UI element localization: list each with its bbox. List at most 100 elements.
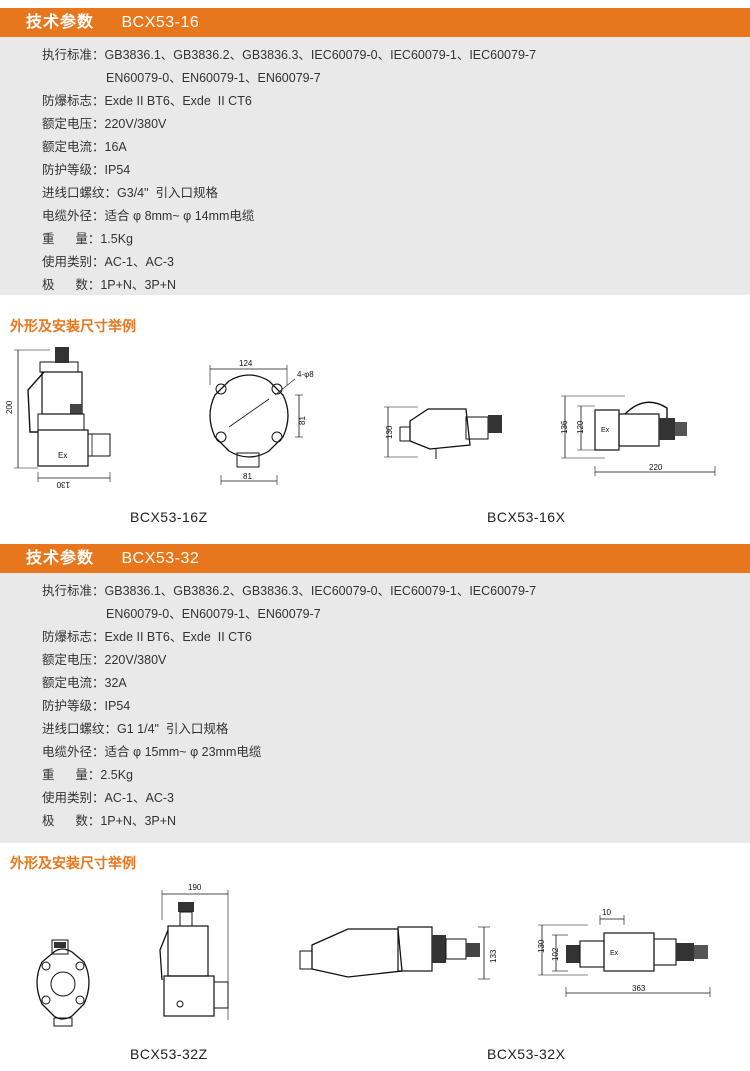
spec-row: 进线口螺纹： G3/4" 引入口规格 <box>42 185 750 208</box>
section1-header: 技术参数 BCX53-16 <box>0 8 750 37</box>
spec-value: GB3836.1、GB3836.2、GB3836.3、IEC60079-0、IE… <box>104 584 537 598</box>
spec-label: 电缆外径： <box>42 745 105 759</box>
bcx53-16z-side-drawing: 200 Ex 130 <box>0 342 130 494</box>
spec-value: 32A <box>104 676 127 690</box>
section2-header-title: 技术参数 <box>26 550 95 567</box>
spec-row: 额定电压： 220V/380V <box>42 116 750 139</box>
x2-ex-mark: Ex <box>601 427 610 434</box>
spec-label: 极 数： <box>42 814 101 828</box>
spec-label: 进线口螺纹： <box>42 186 118 200</box>
spec-label: 防爆标志： <box>42 94 105 108</box>
spec-value: Exde II BT6、Exde II CT6 <box>104 94 252 108</box>
spec-row: 使用类别： AC-1、AC-3 <box>42 254 750 277</box>
dim-x2-width: 220 <box>649 463 663 472</box>
section1-header-model: BCX53-16 <box>121 14 200 31</box>
spec-label: 电缆外径： <box>42 209 105 223</box>
dim-32x2-inner: 102 <box>551 947 560 961</box>
section2-header: 技术参数 BCX53-32 <box>0 544 750 573</box>
spec-value: G3/4" 引入口规格 <box>117 186 218 200</box>
spec-row: 电缆外径： 适合 φ 8mm~ φ 14mm电缆 <box>42 208 750 231</box>
spec-value: 1.5Kg <box>100 232 134 246</box>
spec-row: 电缆外径： 适合 φ 15mm~ φ 23mm电缆 <box>42 744 750 767</box>
spec-label: 重 量： <box>42 768 101 782</box>
bcx53-16x-front-drawing: 136 120 Ex 220 <box>555 388 725 483</box>
spec-row: 执行标准： GB3836.1、GB3836.2、GB3836.3、IEC6007… <box>42 47 750 70</box>
dim-32x2-width: 363 <box>632 984 646 993</box>
spec-value: 1P+N、3P+N <box>100 278 177 292</box>
spec-row: 使用类别： AC-1、AC-3 <box>42 790 750 813</box>
bcx53-32x-front-drawing: 10 130 102 Ex 363 <box>528 905 723 1005</box>
dim-top-bottom: 81 <box>243 472 252 481</box>
spec-value: 1P+N、3P+N <box>100 814 177 828</box>
spec-label: 极 数： <box>42 278 101 292</box>
section2-subtitle: 外形及安装尺寸举例 <box>10 855 136 871</box>
spec-label: 防护等级： <box>42 699 105 713</box>
spec-value: IP54 <box>104 699 131 713</box>
dim-top-width: 124 <box>239 359 253 368</box>
spec-row: 额定电流： 32A <box>42 675 750 698</box>
bcx53-32z-front-drawing: 190 <box>150 880 245 1030</box>
dim-32z-width: 190 <box>188 883 202 892</box>
spec-row: 防爆标志： Exde II BT6、Exde II CT6 <box>42 93 750 116</box>
spec-value: AC-1、AC-3 <box>104 791 174 805</box>
spec-label: 额定电压： <box>42 117 105 131</box>
spec-row: 执行标准： GB3836.1、GB3836.2、GB3836.3、IEC6007… <box>42 583 750 606</box>
dim-top-side: 81 <box>298 416 307 425</box>
caption-bcx53-16z: BCX53-16Z <box>130 509 208 525</box>
spec-value: AC-1、AC-3 <box>104 255 174 269</box>
spec-label: 使用类别： <box>42 255 105 269</box>
bcx53-32x-side-drawing: 133 <box>298 915 498 985</box>
dim-x2-inner: 120 <box>576 420 585 434</box>
dim-32x-height: 133 <box>489 949 498 963</box>
bcx53-16x-side-drawing: 130 <box>378 385 528 475</box>
spec-value: 适合 φ 15mm~ φ 23mm电缆 <box>104 745 262 759</box>
caption-bcx53-32x: BCX53-32X <box>487 1046 566 1062</box>
spec-value: 220V/380V <box>104 653 167 667</box>
spec-value: 220V/380V <box>104 117 167 131</box>
spec-value: G1 1/4" 引入口规格 <box>117 722 229 736</box>
spec-value: Exde II BT6、Exde II CT6 <box>104 630 252 644</box>
caption-bcx53-16x: BCX53-16X <box>487 509 566 525</box>
bcx53-32z-top-drawing <box>30 938 105 1033</box>
caption-bcx53-32z: BCX53-32Z <box>130 1046 208 1062</box>
dim-top-holes: 4-φ8 <box>297 370 314 379</box>
spec-label: 防爆标志： <box>42 630 105 644</box>
section1-spec-panel: 执行标准： GB3836.1、GB3836.2、GB3836.3、IEC6007… <box>0 37 750 295</box>
spec-row: 额定电压： 220V/380V <box>42 652 750 675</box>
spec-label: 执行标准： <box>42 584 105 598</box>
spec-row: 进线口螺纹： G1 1/4" 引入口规格 <box>42 721 750 744</box>
spec-value: 16A <box>104 140 127 154</box>
dim-z-height: 200 <box>5 400 14 414</box>
spec-row: 防护等级： IP54 <box>42 162 750 185</box>
spec-value-continued: EN60079-0、EN60079-1、EN60079-7 <box>106 607 321 621</box>
spec-value: 2.5Kg <box>100 768 134 782</box>
spec-value: GB3836.1、GB3836.2、GB3836.3、IEC60079-0、IE… <box>104 48 537 62</box>
z-ex-mark: Ex <box>58 451 67 460</box>
spec-value-continued: EN60079-0、EN60079-1、EN60079-7 <box>106 71 321 85</box>
spec-label: 使用类别： <box>42 791 105 805</box>
spec-label: 额定电压： <box>42 653 105 667</box>
spec-row: 重 量： 2.5Kg <box>42 767 750 790</box>
32x2-ex-mark: Ex <box>610 950 619 957</box>
dim-32x2-top: 10 <box>602 908 611 917</box>
spec-value: 适合 φ 8mm~ φ 14mm电缆 <box>104 209 255 223</box>
spec-row: 重 量： 1.5Kg <box>42 231 750 254</box>
spec-label: 进线口螺纹： <box>42 722 118 736</box>
spec-value: IP54 <box>104 163 131 177</box>
section2-spec-panel: 执行标准： GB3836.1、GB3836.2、GB3836.3、IEC6007… <box>0 573 750 843</box>
spec-label: 重 量： <box>42 232 101 246</box>
spec-label: 执行标准： <box>42 48 105 62</box>
dim-x-height: 130 <box>385 425 394 439</box>
spec-label: 额定电流： <box>42 140 105 154</box>
spec-label: 防护等级： <box>42 163 105 177</box>
dim-32x2-outer: 130 <box>537 939 546 953</box>
section1-subtitle: 外形及安装尺寸举例 <box>10 318 136 334</box>
dim-x2-outer: 136 <box>560 420 569 434</box>
spec-label: 额定电流： <box>42 676 105 690</box>
spec-row: 极 数： 1P+N、3P+N <box>42 813 750 836</box>
spec-row: 极 数： 1P+N、3P+N <box>42 277 750 300</box>
spec-row: 防护等级： IP54 <box>42 698 750 721</box>
bcx53-16z-top-drawing: 124 4-φ8 81 81 <box>195 355 330 490</box>
section2-header-model: BCX53-32 <box>121 550 200 567</box>
spec-row: 防爆标志： Exde II BT6、Exde II CT6 <box>42 629 750 652</box>
